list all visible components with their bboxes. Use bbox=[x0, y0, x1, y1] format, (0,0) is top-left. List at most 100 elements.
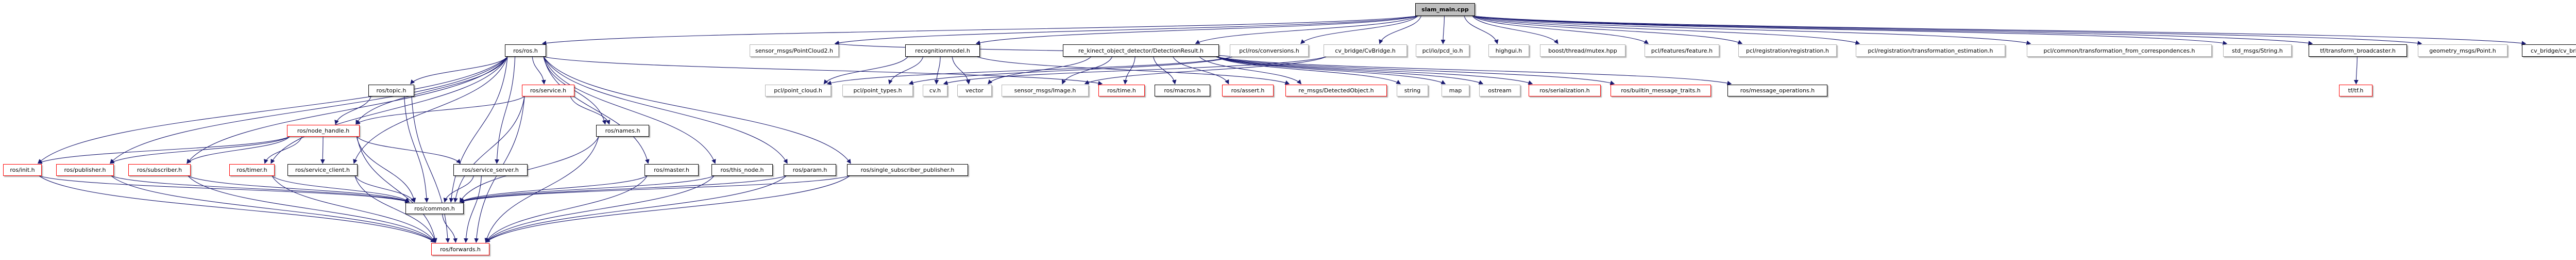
include-edge-detres-to-detobj bbox=[1199, 56, 1302, 85]
include-edge-detres-to-macros bbox=[1153, 56, 1177, 85]
graph-node-thisnode[interactable]: ros/this_node.h bbox=[711, 164, 773, 176]
graph-node-subscriber[interactable]: ros/subscriber.h bbox=[128, 164, 191, 176]
graph-node-time[interactable]: ros/time.h bbox=[1098, 85, 1145, 96]
graph-node-macros[interactable]: ros/macros.h bbox=[1155, 85, 1210, 96]
include-edge-recog-to-pointcloud bbox=[823, 56, 908, 85]
include-edge-pclconv-to-pointcloud bbox=[826, 56, 1233, 85]
include-edge-ros_ros-to-singlesub bbox=[543, 56, 851, 164]
include-edge-detres-to-serialization bbox=[1216, 56, 1533, 85]
graph-node-map: map bbox=[1442, 85, 1469, 96]
graph-node-feature: pcl/features/feature.h bbox=[1645, 44, 1719, 57]
include-edge-slam_main-to-highgui bbox=[1464, 15, 1499, 44]
include-edge-names-to-common bbox=[460, 136, 599, 203]
graph-node-singlesub[interactable]: ros/single_subscriber_publisher.h bbox=[847, 164, 968, 176]
include-edge-detres-to-ostream bbox=[1216, 56, 1484, 85]
include-edge-topic-to-nodehandle bbox=[334, 96, 371, 125]
include-edge-init-to-common bbox=[39, 175, 410, 203]
include-edge-names-to-forwards bbox=[484, 136, 599, 243]
graph-node-ros_ros[interactable]: ros/ros.h bbox=[505, 44, 546, 57]
graph-node-string: string bbox=[1397, 85, 1428, 96]
include-edge-recog-to-cvh bbox=[934, 56, 941, 85]
include-edge-ros_ros-to-nodehandle bbox=[355, 56, 508, 125]
include-edge-svcserver-to-common bbox=[443, 175, 474, 203]
graph-node-image: sensor_msgs/Image.h bbox=[1002, 85, 1089, 96]
graph-node-tfbroad[interactable]: tf/transform_broadcaster.h bbox=[2309, 44, 2407, 57]
include-edge-recog-to-vector bbox=[952, 56, 971, 85]
include-edge-service-to-common bbox=[453, 96, 525, 203]
include-edge-detres-to-vector bbox=[988, 56, 1092, 85]
graph-node-detres[interactable]: re_kinect_object_detector/DetectionResul… bbox=[1063, 44, 1219, 57]
include-edge-thisnode-to-forwards bbox=[485, 175, 715, 243]
include-edge-common-to-forwards bbox=[442, 214, 458, 243]
include-edge-slam_main-to-pclconv bbox=[1300, 15, 1418, 44]
include-edge-slam_main-to-transest bbox=[1472, 15, 1860, 45]
graph-node-msgops[interactable]: ros/message_operations.h bbox=[1727, 85, 1827, 96]
include-edge-svcserver-to-forwards bbox=[464, 175, 482, 243]
include-edge-detres-to-assert bbox=[1173, 56, 1229, 85]
include-edge-slam_main-to-cvbridge_new bbox=[1472, 15, 2527, 46]
include-edge-init-to-forwards bbox=[39, 175, 436, 243]
graph-node-publisher[interactable]: ros/publisher.h bbox=[56, 164, 114, 176]
graph-node-registration: pcl/registration/registration.h bbox=[1738, 44, 1837, 57]
include-edge-param-to-forwards bbox=[485, 175, 787, 243]
include-edge-singlesub-to-common bbox=[459, 175, 850, 203]
graph-node-assert[interactable]: ros/assert.h bbox=[1222, 85, 1274, 96]
graph-node-transest: pcl/registration/transformation_estimati… bbox=[1856, 44, 2005, 57]
include-edge-ros_ros-to-thisnode bbox=[543, 56, 716, 164]
graph-node-highgui: highgui.h bbox=[1488, 44, 1529, 57]
graph-node-cvh: cv.h bbox=[923, 85, 947, 96]
graph-node-detobj[interactable]: re_msgs/DetectedObject.h bbox=[1285, 85, 1387, 96]
include-edge-ros_ros-to-time bbox=[543, 56, 1103, 86]
graph-node-svcserver[interactable]: ros/service_server.h bbox=[453, 164, 528, 176]
include-edge-slam_main-to-registration bbox=[1472, 15, 1743, 44]
graph-node-cvbridge_new[interactable]: cv_bridge/cv_bridge.h bbox=[2522, 44, 2576, 57]
graph-node-topic[interactable]: ros/topic.h bbox=[368, 85, 414, 96]
graph-node-service[interactable]: ros/service.h bbox=[522, 85, 574, 96]
graph-node-slam_main[interactable]: slam_main.cpp bbox=[1415, 3, 1475, 16]
graph-node-master[interactable]: ros/master.h bbox=[645, 164, 699, 176]
include-edge-ros_ros-to-svcclient bbox=[353, 56, 508, 164]
include-edge-master-to-forwards bbox=[485, 175, 648, 243]
include-edge-cvbridge_old-to-image bbox=[1084, 56, 1327, 85]
include-edge-ros_ros-to-subscriber bbox=[187, 56, 508, 164]
include-edge-nodehandle-to-subscriber bbox=[187, 136, 290, 164]
graph-node-pointtypes: pcl/point_types.h bbox=[842, 85, 913, 96]
include-edge-detres-to-image bbox=[1062, 56, 1113, 85]
graph-node-transcorr: pcl/common/transformation_from_correspon… bbox=[2027, 44, 2212, 57]
graph-node-nodehandle[interactable]: ros/node_handle.h bbox=[287, 125, 360, 137]
include-edge-service-to-names bbox=[570, 96, 611, 125]
graph-node-stdstring: std_msgs/String.h bbox=[2223, 44, 2292, 57]
include-edge-timer-to-common bbox=[272, 175, 410, 203]
include-edge-slam_main-to-mutex bbox=[1472, 15, 1558, 44]
include-edge-ros_ros-to-publisher bbox=[110, 56, 508, 164]
include-edge-publisher-to-forwards bbox=[111, 175, 436, 243]
graph-node-tftf[interactable]: tf/tf.h bbox=[2339, 85, 2372, 96]
include-edge-param-to-common bbox=[459, 175, 787, 203]
include-edge-ros_ros-to-topic bbox=[410, 56, 508, 85]
include-edge-recog-to-pointtypes bbox=[888, 56, 924, 85]
graph-node-serialization[interactable]: ros/serialization.h bbox=[1529, 85, 1601, 96]
graph-node-timer[interactable]: ros/timer.h bbox=[229, 164, 275, 176]
include-edge-ros_ros-to-service bbox=[532, 56, 546, 85]
graph-node-builtin[interactable]: ros/builtin_message_traits.h bbox=[1611, 85, 1711, 96]
include-edge-timer-to-forwards bbox=[272, 175, 435, 243]
include-edge-singlesub-to-forwards bbox=[485, 175, 850, 243]
include-edge-detres-to-msgops bbox=[1216, 56, 1732, 86]
include-edge-nodehandle-to-init bbox=[37, 136, 290, 164]
include-edge-detres-to-string bbox=[1216, 56, 1401, 85]
graph-node-param[interactable]: ros/param.h bbox=[784, 164, 836, 176]
graph-node-recog[interactable]: recognitionmodel.h bbox=[905, 44, 980, 57]
graph-node-names[interactable]: ros/names.h bbox=[596, 125, 649, 137]
include-edge-nodehandle-to-common bbox=[356, 136, 416, 203]
graph-node-svcclient[interactable]: ros/service_client.h bbox=[287, 164, 358, 176]
graph-node-common[interactable]: ros/common.h bbox=[405, 203, 464, 214]
include-edge-slam_main-to-ros_ros bbox=[541, 15, 1418, 45]
graph-node-init[interactable]: ros/init.h bbox=[3, 164, 42, 176]
include-edge-svcclient-to-forwards bbox=[354, 175, 437, 243]
include-edge-nodehandle-to-timer bbox=[264, 136, 302, 164]
include-edge-slam_main-to-stdstring bbox=[1472, 15, 2228, 45]
include-edge-nodehandle-to-svcserver bbox=[357, 136, 461, 164]
include-edge-slam_main-to-feature bbox=[1472, 15, 1649, 44]
graph-node-forwards[interactable]: ros/forwards.h bbox=[431, 243, 489, 255]
